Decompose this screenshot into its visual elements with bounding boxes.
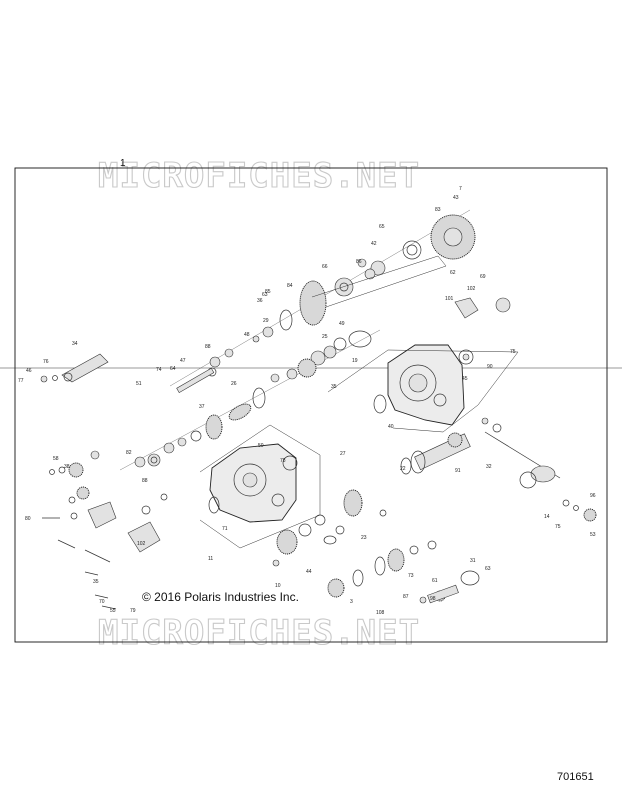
callout-label: 86 [356, 259, 362, 265]
callout-label: 83 [435, 207, 441, 213]
callout-label: 55 [110, 608, 116, 614]
left-housing [199, 424, 321, 549]
callout-label: 50 [258, 443, 264, 449]
driven-gear [299, 280, 327, 326]
callout-label: 96 [590, 493, 596, 499]
callout-label: 71 [222, 526, 228, 532]
right-housing [327, 344, 519, 433]
callout-label: 29 [263, 318, 269, 324]
callout-label: 85 [265, 289, 271, 295]
callout-label: 19 [352, 358, 358, 364]
callout-label: 3 [350, 599, 353, 605]
watermark-bottom: MICROFICHES.NET [98, 613, 420, 653]
callout-label: 76 [43, 359, 49, 365]
callout-label: 25 [322, 334, 328, 340]
diagram-frame [14, 167, 608, 643]
callout-label: 88 [142, 478, 148, 484]
upper-shaft-assembly [169, 209, 476, 394]
callout-label: 61 [432, 578, 438, 584]
callout-label: 38 [64, 464, 70, 470]
callout-label: 53 [590, 532, 596, 538]
callout-label: 35 [331, 384, 337, 390]
callout-label: 74 [156, 367, 162, 373]
callout-label: 63 [262, 292, 268, 298]
left-lower-assembly [42, 450, 168, 610]
callout-label: 91 [455, 468, 461, 474]
callout-label: 77 [18, 378, 24, 384]
callout-label: 37 [199, 404, 205, 410]
callout-label: 64 [170, 366, 176, 372]
callout-label: 58 [53, 456, 59, 462]
part-callouts: 7 43 83 62 65 42 86 66 84 63 36 85 29 48… [18, 186, 596, 616]
callout-label: 32 [486, 464, 492, 470]
watermark-top: MICROFICHES.NET [98, 156, 420, 196]
callout-label: 65 [379, 224, 385, 230]
callout-label: 44 [306, 569, 312, 575]
callout-label: 63 [485, 566, 491, 572]
right-shaft-assembly [400, 297, 597, 522]
callout-label: 102 [467, 286, 476, 292]
callout-label: 78 [280, 458, 286, 464]
callout-label: 101 [445, 296, 454, 302]
callout-label: 80 [25, 516, 31, 522]
callout-label: 69 [480, 274, 486, 280]
callout-label: 88 [205, 344, 211, 350]
callout-label: 36 [257, 298, 263, 304]
callout-label: 49 [339, 321, 345, 327]
callout-label: 40 [388, 424, 394, 430]
callout-label: 43 [453, 195, 459, 201]
callout-label: 82 [126, 450, 132, 456]
callout-label: 75 [510, 349, 516, 355]
callout-label: 46 [26, 368, 32, 374]
callout-label: 34 [72, 341, 78, 347]
callout-label: 62 [450, 270, 456, 276]
callout-label: 73 [408, 573, 414, 579]
callout-label: 48 [244, 332, 250, 338]
callout-label: 35 [93, 579, 99, 585]
mid-shaft-assembly [119, 329, 381, 471]
callout-label: 84 [287, 283, 293, 289]
callout-label: 102 [137, 541, 146, 547]
callout-label: 14 [544, 514, 550, 520]
callout-label: 75 [555, 524, 561, 530]
callout-label: 87 [403, 594, 409, 600]
callout-label: 45 [462, 376, 468, 382]
lower-gear-assembly [272, 489, 480, 604]
callout-label: 10 [275, 583, 281, 589]
callout-label: 42 [371, 241, 377, 247]
callout-label: 23 [361, 535, 367, 541]
callout-label: 31 [470, 558, 476, 564]
callout-label: 90 [487, 364, 493, 370]
callout-label: 47 [180, 358, 186, 364]
callout-label: 70 [99, 599, 105, 605]
callout-label: 51 [136, 381, 142, 387]
callout-label: 98 [430, 596, 436, 602]
callout-label: 66 [322, 264, 328, 270]
document-number: 701651 [557, 771, 594, 783]
callout-label: 27 [340, 451, 346, 457]
shift-fork-left [40, 353, 109, 383]
callout-label: 79 [130, 608, 136, 614]
callout-label: 11 [208, 556, 213, 562]
copyright-notice: © 2016 Polaris Industries Inc. [142, 590, 299, 604]
frame-number: 1 [120, 158, 126, 169]
callout-label: 108 [376, 610, 385, 616]
callout-label: 26 [231, 381, 237, 387]
callout-label: 22 [400, 466, 406, 472]
callout-label: 7 [459, 186, 462, 192]
